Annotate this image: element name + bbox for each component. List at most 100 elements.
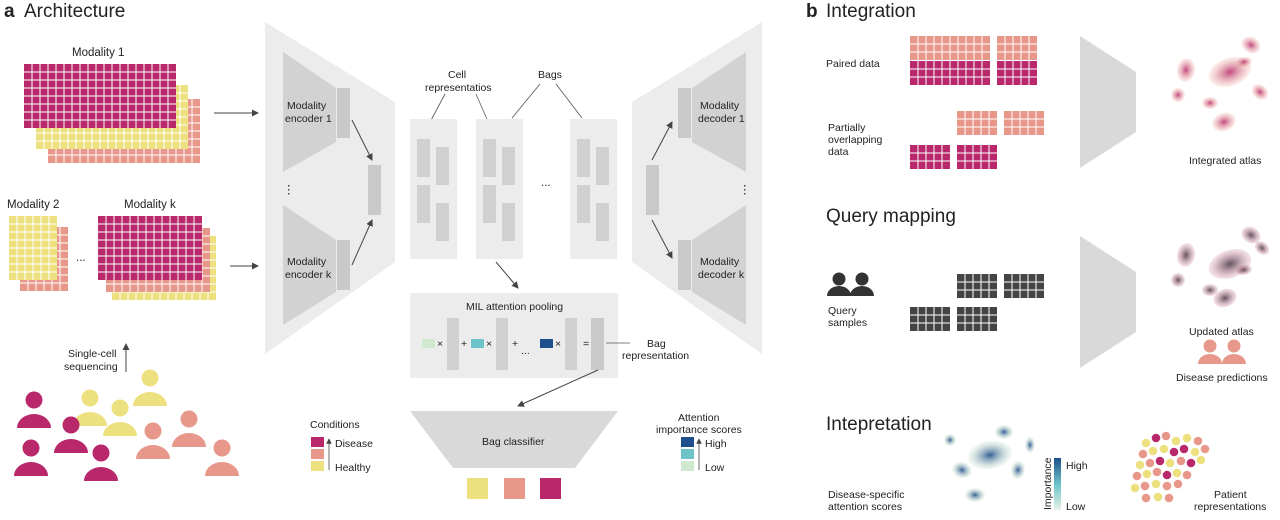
arrow-to-mil [495, 261, 519, 289]
person-head [213, 439, 231, 457]
bag-classifier-label: Bag classifier [482, 436, 545, 448]
person-icon [172, 410, 206, 447]
patient-label-1: Patient [1214, 489, 1247, 501]
modality-k-stack [98, 216, 216, 300]
person-body [84, 467, 118, 481]
partial-grid-3-bg [910, 145, 950, 169]
bags-leader-1 [511, 83, 541, 119]
partial-grid-2 [1004, 111, 1044, 135]
query-grid-1-bg [957, 274, 997, 298]
atlas-cluster [1212, 112, 1236, 132]
integrated-atlas-label: Integrated atlas [1189, 155, 1261, 167]
paired-grid-bottom-b-bg [997, 61, 1037, 85]
encoder-k-label-2: encoder k [285, 269, 332, 281]
modality-1-label: Modality 1 [72, 47, 124, 59]
times-sign: × [437, 338, 443, 350]
legend-healthy-swatch [311, 461, 324, 471]
attn-mid-swatch [681, 449, 694, 459]
ellipsis: ... [521, 345, 530, 357]
person-body [133, 392, 167, 406]
modality-2-label: Modality 2 [7, 199, 59, 211]
bag [570, 119, 617, 259]
panel-a-title: Architecture [24, 1, 125, 22]
operator: + [461, 338, 467, 350]
bag [410, 119, 457, 259]
partial-label-2: overlapping [828, 134, 882, 146]
integration-grids [910, 36, 1044, 169]
patient-point [1182, 433, 1192, 443]
person-body [136, 445, 170, 459]
mil-title: MIL attention pooling [466, 301, 563, 313]
query-grid-2-bg [1004, 274, 1044, 298]
query-grid-4 [957, 307, 997, 331]
query-people-icon [827, 272, 874, 296]
output-healthy [467, 478, 488, 499]
modality-1-layer-1 [24, 64, 176, 128]
prediction-person-body [1222, 354, 1246, 364]
panel-b-letter: b [806, 1, 818, 22]
encoder-k-shape [283, 205, 336, 325]
bag-representation [591, 318, 604, 370]
patient-cohort [14, 369, 239, 481]
query-person-head [832, 272, 846, 286]
updated-atlas-cluster [1208, 248, 1252, 280]
patient-point [1140, 481, 1150, 491]
query-label-1: Query [828, 305, 857, 317]
bag-classifier-shape [410, 411, 618, 468]
disease-specific-1: Disease-specific [828, 489, 904, 501]
bags-label: Bags [538, 69, 562, 81]
output-intermediate [504, 478, 525, 499]
times-sign: × [555, 338, 561, 350]
patient-representations-scatter [1130, 431, 1210, 503]
patient-label-2: representations [1194, 501, 1266, 513]
disease-specific-2: attention scores [828, 501, 902, 513]
updated-atlas-umap [1171, 226, 1270, 308]
person-head [25, 391, 43, 409]
person-body [17, 414, 51, 428]
person-icon [14, 439, 48, 476]
person-head [81, 389, 99, 407]
paired-grid-bottom-b [997, 61, 1037, 85]
bags-group [410, 119, 617, 259]
prediction-people-icon [1198, 339, 1246, 364]
decoder-k-label-2: decoder k [698, 269, 745, 281]
patient-point [1142, 469, 1152, 479]
person-icon [17, 391, 51, 428]
patient-point [1153, 492, 1163, 502]
single-cell-label-2: sequencing [64, 361, 118, 373]
integration-model [1080, 36, 1136, 168]
arrow-to-classifier [517, 369, 599, 407]
patient-point [1132, 471, 1142, 481]
modality-1-stack [24, 64, 200, 163]
patient-point [1172, 468, 1182, 478]
panel-b-title: Integration [826, 1, 916, 22]
person-head [92, 444, 110, 462]
decoder-vdots: ⋮ [739, 184, 751, 196]
query-grids [910, 274, 1044, 331]
attention-weight [540, 339, 553, 348]
updated-atlas-cluster [1213, 288, 1237, 308]
arrow-decoder-k [651, 219, 673, 259]
patient-point [1171, 436, 1181, 446]
mil-equation: ×××++=... [422, 318, 604, 370]
modality-2-layer-1 [9, 216, 57, 280]
updated-atlas-cluster [1254, 241, 1270, 255]
patient-point [1190, 447, 1200, 457]
arrow-decoder-1 [651, 121, 673, 161]
patient-point [1141, 493, 1151, 503]
prediction-person-body [1198, 354, 1222, 364]
cell-repr [577, 185, 590, 223]
patient-point [1173, 479, 1183, 489]
partial-label-3: data [828, 146, 849, 158]
bag-repr-label-1: Bag [647, 338, 666, 350]
decoder-1-latent [678, 88, 691, 138]
person-icon [103, 399, 137, 436]
person-body [54, 439, 88, 453]
person-icon [84, 444, 118, 481]
attn-low-swatch [681, 461, 694, 471]
operator: = [583, 338, 589, 350]
decoder-1-shape [692, 52, 746, 172]
partial-label-1: Partially [828, 122, 866, 134]
encoder-1-shape [283, 52, 336, 172]
